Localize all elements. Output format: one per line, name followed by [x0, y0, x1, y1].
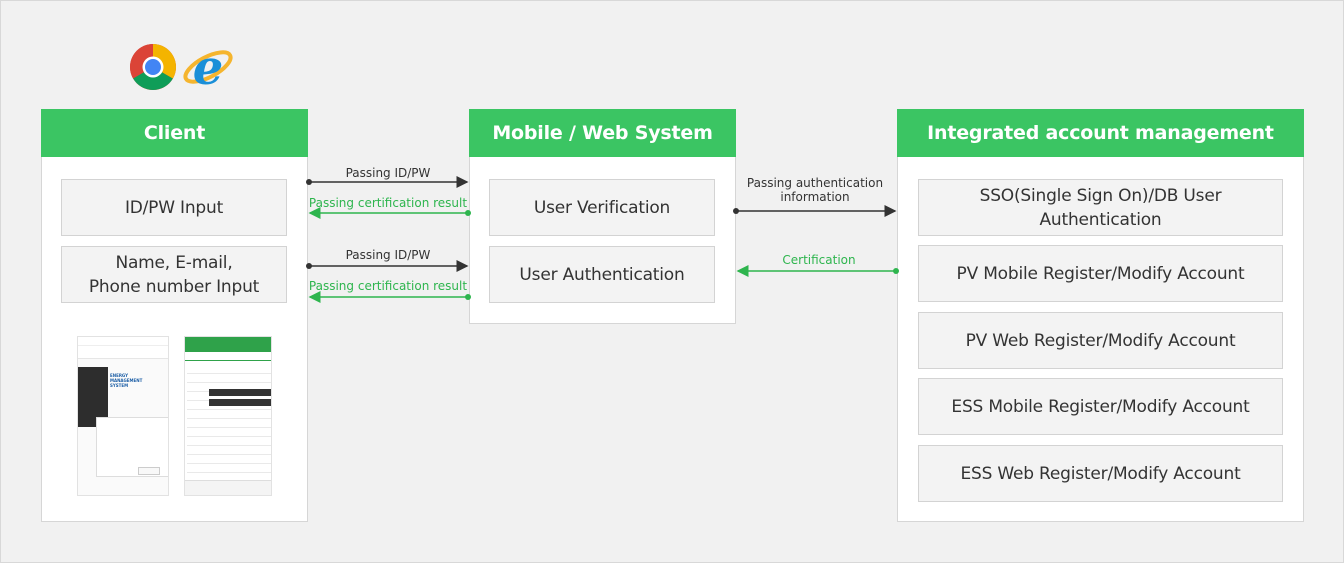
svg-text:e: e: [193, 40, 224, 94]
chrome-icon: [130, 44, 176, 90]
label-passing-auth-info-2: information: [780, 190, 850, 204]
ess-web-box: ESS Web Register/Modify Account: [918, 445, 1283, 502]
account-title: Integrated account management: [897, 109, 1304, 157]
contact-input-line2: Phone number Input: [88, 276, 260, 297]
id-pw-input-box: ID/PW Input: [61, 179, 287, 236]
label-certification: Certification: [782, 253, 856, 267]
label-passing-idpw-2: Passing ID/PW: [345, 248, 431, 262]
user-authentication-box: User Authentication: [489, 246, 715, 303]
label-passing-auth-info-1: Passing authentication: [746, 176, 884, 190]
mobile-login-screenshot: ENERGY MANAGEMENT SYSTEM: [77, 336, 169, 496]
label-passing-cert-2: Passing certification result: [308, 279, 468, 293]
mobile-form-screenshot: [184, 336, 272, 496]
client-title: Client: [41, 109, 308, 157]
internet-explorer-icon: e: [183, 40, 233, 94]
contact-input-line1: Name, E-mail,: [115, 252, 233, 273]
pv-web-box: PV Web Register/Modify Account: [918, 312, 1283, 369]
ess-mobile-box: ESS Mobile Register/Modify Account: [918, 378, 1283, 435]
contact-input-box: Name, E-mail, Phone number Input: [61, 246, 287, 303]
sso-auth-box: SSO(Single Sign On)/DB User Authenticati…: [918, 179, 1283, 236]
label-passing-cert-1: Passing certification result: [308, 196, 468, 210]
label-passing-idpw-1: Passing ID/PW: [345, 166, 431, 180]
mockup-title: ENERGY MANAGEMENT SYSTEM: [110, 373, 143, 388]
system-title: Mobile / Web System: [469, 109, 736, 157]
pv-mobile-box: PV Mobile Register/Modify Account: [918, 245, 1283, 302]
user-verification-box: User Verification: [489, 179, 715, 236]
